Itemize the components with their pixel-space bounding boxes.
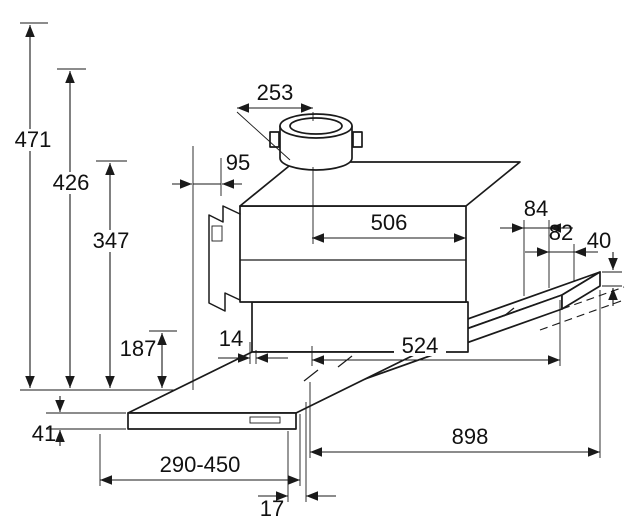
dim-95: 95 — [172, 150, 250, 189]
dim-41: 41 — [32, 396, 65, 446]
mounting-bracket — [208, 205, 241, 312]
ext-253-diagonal — [236, 111, 291, 161]
dim-524: 524 — [312, 333, 560, 365]
dim-14: 14 — [218, 326, 288, 363]
canopy-right-end-face — [561, 271, 601, 310]
dim-347: 347 — [90, 163, 132, 388]
visor-front-face — [127, 412, 297, 430]
dim-label-95: 95 — [226, 150, 250, 175]
dim-label-471: 471 — [15, 127, 52, 152]
label-mask — [12, 129, 54, 151]
dim-label-524: 524 — [402, 333, 439, 358]
bracket-zigzag — [208, 205, 241, 312]
dim-label-82: 82 — [549, 220, 573, 245]
dim-82: 82 — [525, 220, 598, 257]
dim-label-14: 14 — [219, 326, 243, 351]
duct-collar — [269, 113, 363, 171]
hood-body — [239, 161, 521, 303]
duct-clip-right — [352, 131, 363, 148]
slot-mark — [303, 369, 319, 382]
dim-40: 40 — [587, 228, 618, 306]
dim-426: 426 — [50, 71, 92, 388]
dim-label-347: 347 — [93, 228, 130, 253]
dim-label-506: 506 — [371, 210, 408, 235]
dim-471: 471 — [12, 25, 54, 388]
dim-label-187: 187 — [120, 336, 157, 361]
dim-pullout-range: 290-450 — [100, 452, 300, 485]
dim-17: 17 — [258, 491, 336, 521]
dim-506: 506 — [312, 210, 466, 243]
body-front-face — [239, 205, 467, 303]
body-top-face — [239, 161, 521, 207]
duct-clip-left — [269, 131, 280, 148]
dim-label-17: 17 — [260, 496, 284, 521]
extension-lines — [20, 22, 622, 502]
dim-label-253: 253 — [257, 80, 294, 105]
bracket-hook — [211, 225, 223, 242]
dim-label-84: 84 — [524, 196, 548, 221]
dim-898: 898 — [310, 424, 600, 457]
dim-label-898: 898 — [452, 424, 489, 449]
visor-grip-slot — [249, 416, 281, 424]
hidden-edge — [539, 299, 625, 331]
pullout-visor — [127, 351, 421, 430]
slot-mark — [503, 307, 515, 317]
dim-84: 84 — [500, 196, 573, 233]
visor-top-face — [127, 351, 421, 414]
label-mask — [394, 336, 446, 356]
label-mask — [90, 230, 132, 252]
dim-187: 187 — [120, 333, 167, 388]
dim-label-pullout-range: 290-450 — [160, 452, 241, 477]
duct-inner-rim — [289, 117, 343, 135]
dim-253: 253 — [237, 80, 313, 113]
dim-label-40: 40 — [587, 228, 611, 253]
dim-label-41: 41 — [32, 421, 56, 446]
dim-label-426: 426 — [53, 170, 90, 195]
label-mask — [50, 172, 92, 194]
